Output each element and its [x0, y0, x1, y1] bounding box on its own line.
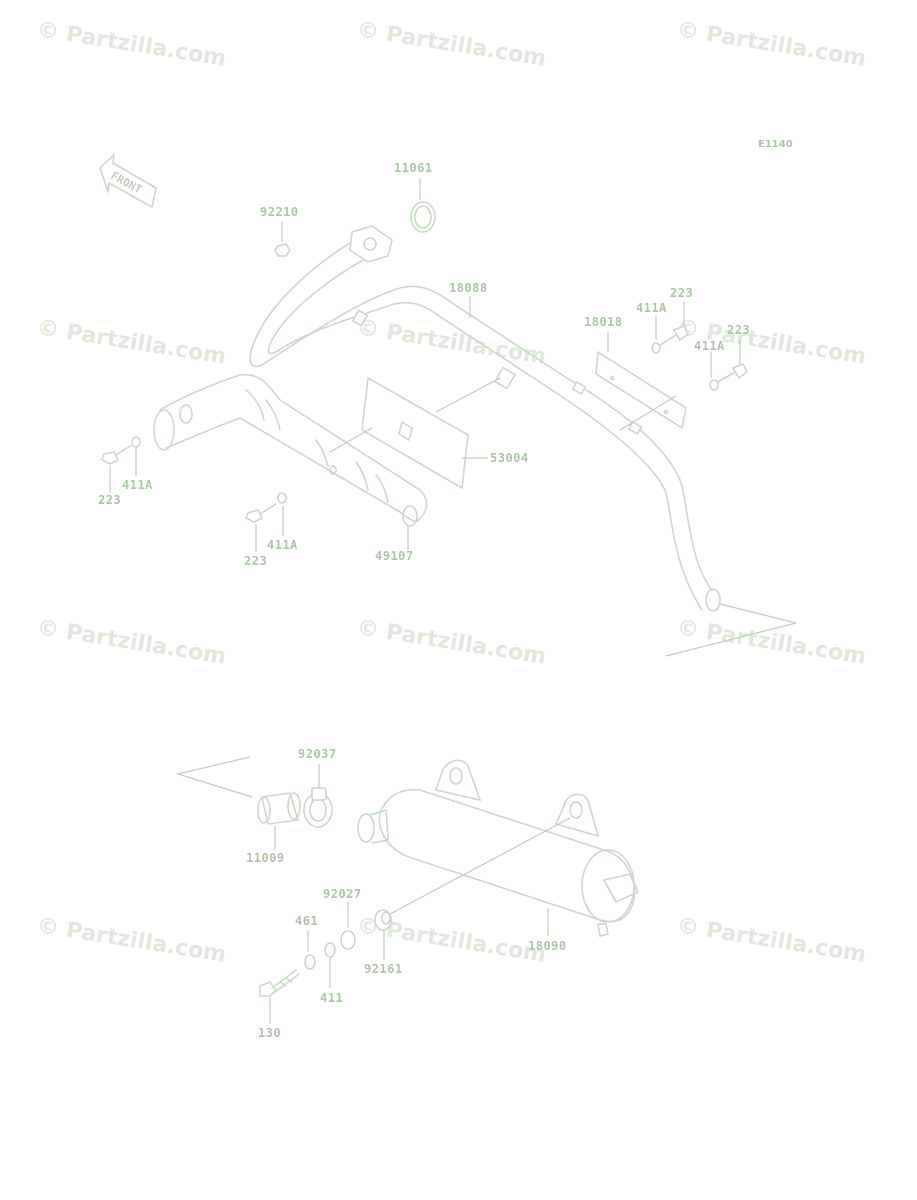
label-49107: 49107 — [375, 549, 414, 563]
lower-leaders — [269, 764, 549, 1024]
label-18090: 18090 — [528, 939, 567, 953]
muffler-cover-49107 — [153, 373, 428, 527]
label-11009: 11009 — [246, 851, 285, 865]
heat-shield-18018 — [571, 351, 687, 436]
clamp-92037 — [303, 787, 333, 828]
label-223: 223 — [98, 493, 121, 507]
label-223: 223 — [670, 286, 693, 300]
front-arrow-icon: FRONT — [99, 154, 157, 208]
nut-92210 — [274, 243, 291, 257]
bolt-223-center — [244, 492, 287, 523]
label-411a: 411A — [694, 339, 725, 353]
label-92027: 92027 — [323, 887, 362, 901]
label-130: 130 — [258, 1026, 281, 1040]
watermark: © Partzilla.com — [675, 17, 868, 72]
watermark: © Partzilla.com — [35, 615, 228, 670]
bolt-223-left — [101, 436, 141, 465]
label-92037: 92037 — [298, 747, 337, 761]
bolt-223-upper-b — [709, 362, 749, 391]
label-461: 461 — [295, 914, 318, 928]
label-223: 223 — [244, 554, 267, 568]
watermark: © Partzilla.com — [675, 615, 868, 670]
watermark: © Partzilla.com — [355, 615, 548, 670]
part-labels: 11061 92210 18088 223 411A 18018 223 411… — [98, 161, 750, 1040]
watermark: © Partzilla.com — [355, 17, 548, 72]
label-18088: 18088 — [449, 281, 488, 295]
label-11061: 11061 — [394, 161, 433, 175]
watermark: © Partzilla.com — [35, 913, 228, 968]
watermark: © Partzilla.com — [35, 315, 228, 370]
watermark: © Partzilla.com — [675, 913, 868, 968]
watermarks: © Partzilla.com © Partzilla.com © Partzi… — [35, 17, 868, 968]
diagram-code: E1140 — [758, 139, 793, 150]
label-92210: 92210 — [260, 205, 299, 219]
label-92161: 92161 — [364, 962, 403, 976]
label-18018: 18018 — [584, 315, 623, 329]
exhaust-pipe-18088 — [249, 225, 721, 612]
label-53004: 53004 — [490, 451, 529, 465]
sleeve-11009 — [257, 792, 301, 825]
label-223: 223 — [727, 323, 750, 337]
bolt-223-upper-a — [651, 324, 690, 354]
gasket-53004 — [361, 377, 469, 489]
label-411a: 411A — [636, 301, 667, 315]
watermark: © Partzilla.com — [35, 17, 228, 72]
label-411: 411 — [320, 991, 343, 1005]
label-411a: 411A — [122, 478, 153, 492]
gasket-11061 — [410, 201, 436, 233]
upper-leaders — [109, 178, 741, 552]
muffler-18090 — [357, 759, 639, 937]
bolt-130-stack — [259, 817, 571, 997]
label-411a: 411A — [267, 538, 298, 552]
